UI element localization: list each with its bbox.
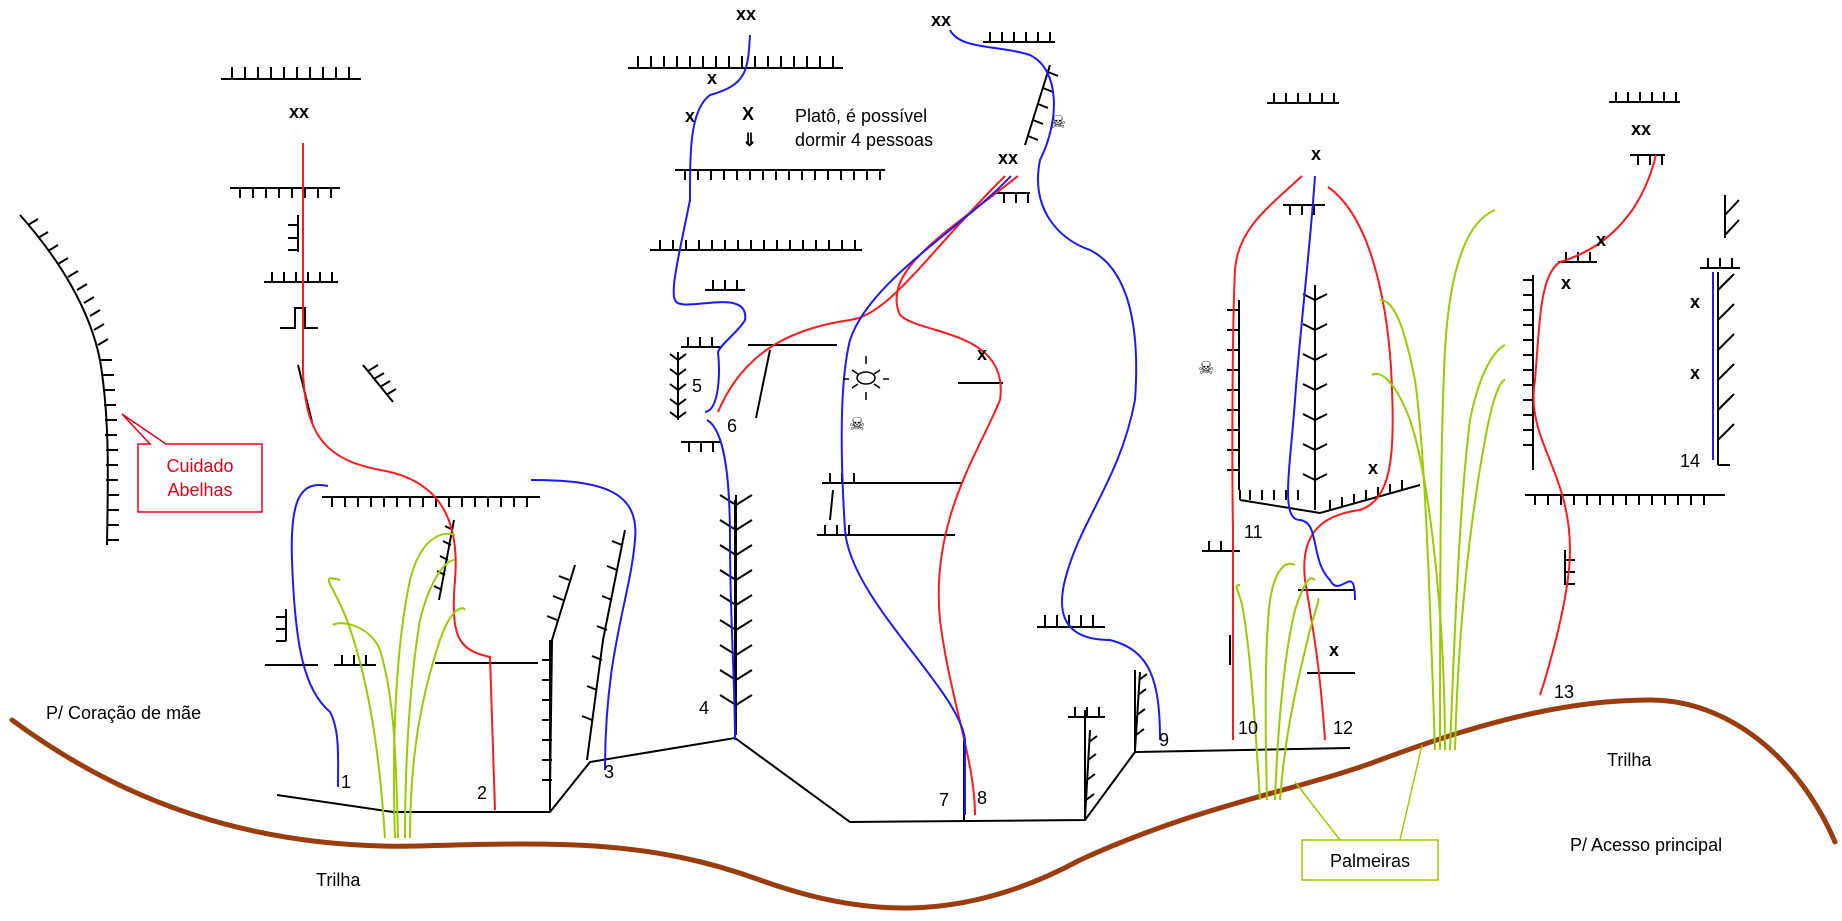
arrow-down-icon: ⇓ (742, 130, 757, 150)
anchor-xx: xx (736, 4, 756, 24)
trail-label-right: Trilha (1607, 750, 1652, 770)
route-number-13: 13 (1554, 682, 1574, 702)
anchor-x: x (1329, 640, 1339, 660)
bee-nest-icon (843, 356, 889, 400)
direction-acesso: P/ Acesso principal (1570, 835, 1722, 855)
route-number-7: 7 (939, 790, 949, 810)
route-number-8: 8 (977, 788, 987, 808)
anchor-x: x (1690, 292, 1700, 312)
bee-warning-line2: Abelhas (167, 480, 232, 500)
anchor-x: x (1311, 144, 1321, 164)
anchor-markers: xx xx xx xx xx x x x x x x x x x x X ⇓ (289, 4, 1700, 660)
route-number-9: 9 (1159, 730, 1169, 750)
trail-label-left: Trilha (316, 870, 361, 890)
anchor-x: x (1561, 273, 1571, 293)
anchor-x: x (1368, 458, 1378, 478)
anchor-xx: xx (1631, 119, 1651, 139)
rock-outline (276, 500, 1351, 824)
plateau-note-line1: Platô, é possível (795, 106, 927, 126)
route-number-2: 2 (477, 783, 487, 803)
skull-icon: ☠ (1198, 358, 1214, 378)
direction-coracao: P/ Coração de mãe (46, 703, 201, 723)
anchor-x: x (1690, 363, 1700, 383)
anchor-xx: xx (931, 10, 951, 30)
route-number-10: 10 (1238, 718, 1258, 738)
anchor-xx: xx (998, 148, 1018, 168)
skull-icon: ☠ (849, 414, 865, 434)
route-number-1: 1 (341, 772, 351, 792)
danger-markers: ☠ ☠ ☠ (843, 112, 1214, 434)
route-number-11: 11 (1244, 522, 1263, 542)
anchor-x: x (707, 68, 717, 88)
route-number-12: 12 (1333, 718, 1353, 738)
bee-warning-callout: Cuidado Abelhas (121, 413, 263, 513)
palm-trees (327, 209, 1506, 839)
anchor-x: x (1596, 230, 1606, 250)
route-number-5: 5 (692, 376, 702, 396)
anchor-x: x (977, 344, 987, 364)
skull-icon: ☠ (1050, 112, 1066, 132)
bee-warning-line1: Cuidado (166, 456, 233, 476)
routes-red (302, 143, 1657, 816)
route-number-4: 4 (699, 698, 709, 718)
route-number-6: 6 (727, 416, 737, 436)
plateau-note-line2: dormir 4 pessoas (795, 130, 933, 150)
anchor-x: x (685, 106, 695, 126)
anchor-xx: xx (289, 102, 309, 122)
route-number-14: 14 (1680, 451, 1700, 471)
palm-label-box: Palmeiras (1301, 839, 1439, 881)
palm-callout-lines (1294, 744, 1423, 841)
route-numbers: 1 2 3 4 5 6 7 8 9 10 11 12 13 14 (341, 376, 1700, 810)
routes-blue (290, 29, 1714, 815)
trail-path (9, 697, 1838, 911)
route-number-3: 3 (604, 762, 614, 782)
palm-label: Palmeiras (1330, 851, 1410, 871)
anchor-x-upper: X (742, 104, 754, 124)
